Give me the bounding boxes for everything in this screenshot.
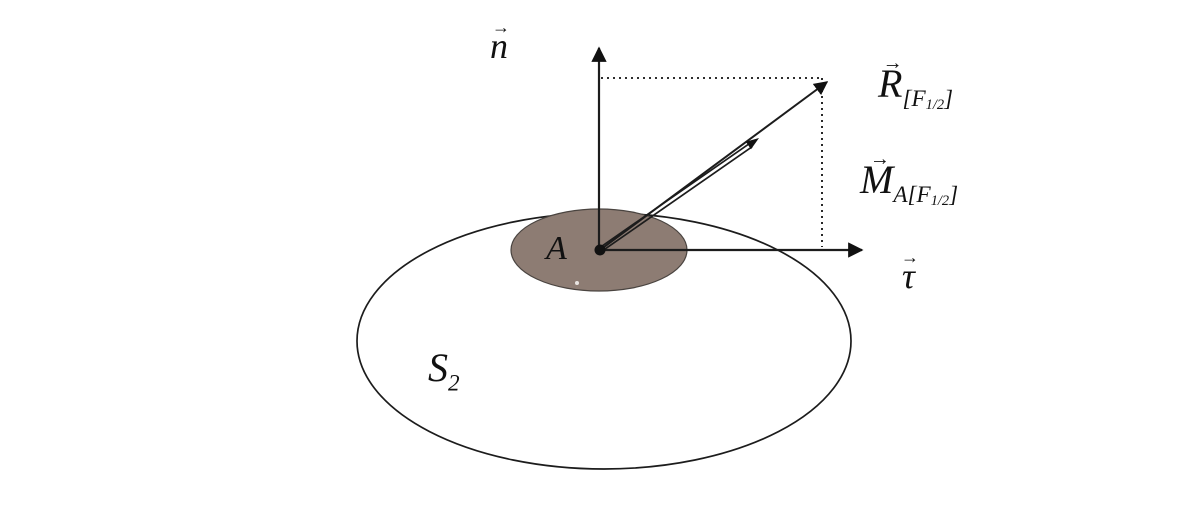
vector-arrow-icon: → bbox=[882, 52, 903, 74]
resultant-sub-open: [ bbox=[902, 86, 912, 113]
moment-arrow-shaft-1 bbox=[598, 142, 751, 249]
resultant-sub-close: ] bbox=[944, 86, 954, 113]
surface-label: S2 bbox=[428, 348, 460, 395]
surface-subscript: 2 bbox=[448, 370, 460, 397]
normal-axis-label: → n bbox=[490, 18, 510, 66]
moment-arrow-shaft-2 bbox=[600, 146, 753, 253]
vector-arrow-icon: → bbox=[491, 17, 510, 38]
vector-arrow-icon: → bbox=[869, 148, 890, 170]
moment-sub-open: A[ bbox=[893, 182, 917, 209]
vector-arrow-icon: → bbox=[900, 247, 919, 268]
resultant-sub-fraction: 1/2 bbox=[925, 97, 945, 114]
resultant-letter: R bbox=[878, 61, 903, 106]
resultant-sub-letter: F bbox=[911, 86, 926, 113]
moment-label: → M A[F1/2] bbox=[860, 149, 959, 210]
normal-axis-letter: n bbox=[490, 26, 508, 66]
surface-letter: S bbox=[428, 345, 448, 390]
tangent-axis-letter: τ bbox=[902, 256, 915, 296]
tangent-axis-label: → τ bbox=[901, 248, 919, 296]
moment-sub-close: ] bbox=[949, 182, 959, 209]
point-A-dot bbox=[594, 244, 606, 256]
resultant-force-label: → R [F1/2] bbox=[878, 53, 954, 114]
moment-letter: M bbox=[860, 157, 894, 202]
moment-arrow-head bbox=[745, 138, 759, 150]
moment-sub-letter: F bbox=[916, 182, 931, 209]
region-speck bbox=[575, 281, 579, 285]
point-A-label: A bbox=[546, 230, 567, 267]
moment-sub-fraction: 1/2 bbox=[930, 193, 950, 210]
